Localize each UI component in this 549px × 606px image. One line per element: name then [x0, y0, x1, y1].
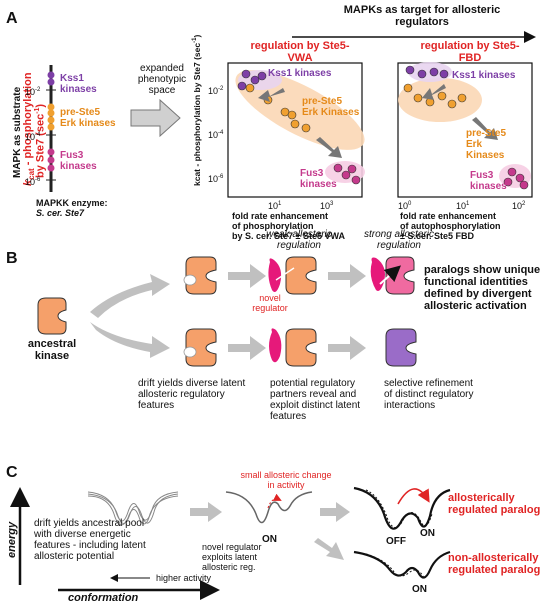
- drift-b-label: drift yields diverse latent allosteric r…: [138, 378, 246, 411]
- vwa-ytick-2: 10-4: [208, 130, 224, 140]
- kinase-upper-2: [285, 256, 317, 295]
- gray-arrow-c1: [190, 502, 222, 522]
- kinase-lower-3: [385, 328, 417, 367]
- vwa-xlabel-3: by S. cer. Ste7 ± Ste5 VWA: [232, 231, 345, 241]
- fbd-fus3-label: Fus3 kinases: [470, 170, 507, 192]
- mapkk-label: MAPKK enzyme:: [36, 198, 108, 208]
- fbd-xlabel-3: ± S.cer. Ste5 FBD: [400, 231, 474, 241]
- allosteric-paralog-label: allosterically regulated paralog: [448, 492, 541, 516]
- higher-activity-label: higher activity: [156, 573, 212, 583]
- expand-arrow: [130, 98, 181, 138]
- strong-regulator: [370, 257, 385, 291]
- on-label-2: ON: [420, 528, 435, 539]
- vwa-erk-label: pre-Ste5 Erk Kinases: [302, 96, 360, 118]
- energy-label: energy: [6, 521, 18, 558]
- mapk-tick-1: 10-2: [25, 87, 41, 97]
- gray-arrow-b4: [328, 336, 366, 360]
- gray-arrow-b1: [228, 264, 266, 288]
- paralogs-label: paralogs show unique functional identiti…: [424, 264, 541, 312]
- erk-label-left: pre-Ste5 Erk kinases: [60, 107, 116, 129]
- off-label: OFF: [386, 536, 406, 547]
- fbd-title: regulation by Ste5-FBD: [420, 40, 520, 64]
- gray-arrow-c2: [320, 502, 350, 522]
- weak-regulation-label: weak allosteric regulation: [266, 229, 332, 251]
- allosteric-switch-arrow: [397, 488, 430, 505]
- novel-regulator-upper: [268, 258, 282, 292]
- on-label-1: ON: [262, 534, 277, 545]
- small-change-label: small allosteric change in activity: [240, 470, 332, 490]
- fbd-kss1-label: Kss1 kinases: [452, 70, 516, 81]
- novel-regulator-label: novel regulator: [252, 293, 288, 313]
- ste7-label: S. cer. Ste7: [36, 208, 85, 218]
- vwa-xtick-2: 103: [320, 201, 334, 211]
- potential-label: potential regulatory partners reveal and…: [270, 378, 361, 422]
- selective-label: selective refinement of distinct regulat…: [384, 378, 474, 411]
- conformation-label: conformation: [68, 592, 139, 604]
- vwa-ylabel: kcat - phosphorylation by Ste7 (sec-1): [192, 34, 202, 186]
- vwa-plot: [227, 62, 365, 198]
- kss1-label-left: Kss1 kinases: [60, 73, 97, 95]
- vwa-xtick-1: 101: [268, 201, 282, 211]
- panel-letter-b: B: [6, 250, 18, 267]
- panel-a-header: MAPKs as target for allosteric regulator…: [343, 4, 501, 28]
- mapk-tick-2: 10-4: [25, 132, 41, 142]
- fbd-xlabel-1: fold rate enhancement: [400, 211, 497, 221]
- ancestral-kinase-label: ancestral kinase: [27, 338, 77, 362]
- fus3-label-left: Fus3 kinases: [60, 150, 97, 172]
- ancestral-landscape: [87, 491, 179, 526]
- gray-arrow-c3: [314, 538, 344, 560]
- mapk-axis-dots: [47, 71, 55, 172]
- vwa-ytick-1: 10-2: [208, 86, 224, 96]
- branch-arrow-up: [90, 274, 170, 318]
- fbd-xtick-1: 100: [398, 201, 412, 211]
- fbd-plot: [397, 62, 533, 198]
- novel-landscape: [225, 491, 313, 524]
- branch-arrow-down: [90, 322, 170, 358]
- kinase-lower-2: [285, 328, 317, 367]
- nonallosteric-landscape: [353, 550, 451, 579]
- allosteric-landscape: [353, 486, 451, 530]
- mapk-tick-3: 10-6: [25, 177, 41, 187]
- expanded-space-label: expanded phenotypic space: [137, 63, 187, 96]
- kinase-upper-1: [185, 256, 217, 295]
- panel-letter-c: C: [6, 464, 18, 481]
- mapk-axis-ticks: [46, 89, 56, 181]
- drift-c-label: drift yields ancestral pool with diverse…: [34, 518, 146, 562]
- strong-regulation-label: strong allosteric regulation: [363, 229, 435, 251]
- nonallosteric-paralog-label: non-allosterically regulated paralog: [448, 552, 541, 576]
- vwa-ytick-3: 10-6: [208, 174, 224, 184]
- vwa-kss1-label: Kss1 kinases: [268, 68, 332, 79]
- on-label-3: ON: [412, 584, 427, 595]
- novel-c-label: novel regulator exploits latent alloster…: [202, 542, 262, 572]
- fbd-xtick-3: 102: [512, 201, 526, 211]
- vwa-title: regulation by Ste5-VWA: [250, 40, 350, 64]
- vwa-xlabel-2: of phosphorylation: [232, 221, 314, 231]
- gray-arrow-b3: [228, 336, 266, 360]
- vwa-fus3-label: Fus3 kinases: [300, 168, 337, 190]
- panel-letter-a: A: [6, 10, 18, 27]
- novel-regulator-lower: [269, 328, 282, 363]
- ancestral-kinase-shape: [37, 297, 67, 335]
- vwa-xlabel-1: fold rate enhancement: [232, 211, 329, 221]
- kinase-lower-1: [185, 328, 217, 367]
- fbd-xtick-2: 101: [456, 201, 470, 211]
- gray-arrow-b2: [328, 264, 366, 288]
- fbd-xlabel-2: of autophosphorylation: [400, 221, 501, 231]
- fbd-erk-label: pre-Ste5 Erk Kinases: [466, 128, 507, 161]
